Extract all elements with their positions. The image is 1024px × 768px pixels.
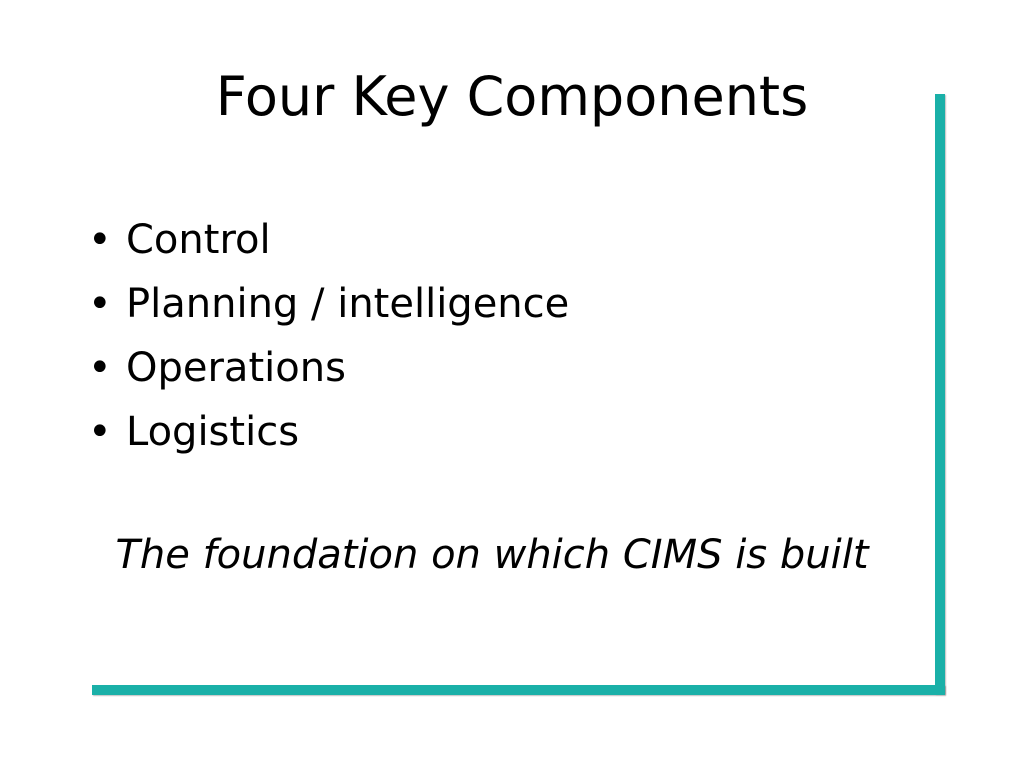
bullet-item: • Operations (88, 336, 569, 400)
bullet-text: Planning / intelligence (126, 281, 570, 327)
accent-bar-horizontal (92, 685, 945, 695)
bullet-icon: • (88, 345, 112, 391)
bullet-item: • Control (88, 208, 569, 272)
slide-title: Four Key Components (215, 65, 809, 128)
bullet-icon: • (88, 281, 112, 327)
bullet-list: • Control • Planning / intelligence • Opera… (88, 208, 569, 464)
bullet-text: Control (126, 217, 271, 263)
bullet-item: • Planning / intelligence (88, 272, 569, 336)
accent-bar-vertical (935, 94, 945, 694)
slide-tagline: The foundation on which CIMS is built (115, 532, 869, 578)
bullet-item: • Logistics (88, 400, 569, 464)
bullet-icon: • (88, 217, 112, 263)
bullet-text: Logistics (126, 409, 300, 455)
bullet-icon: • (88, 409, 112, 455)
bullet-text: Operations (126, 345, 346, 391)
